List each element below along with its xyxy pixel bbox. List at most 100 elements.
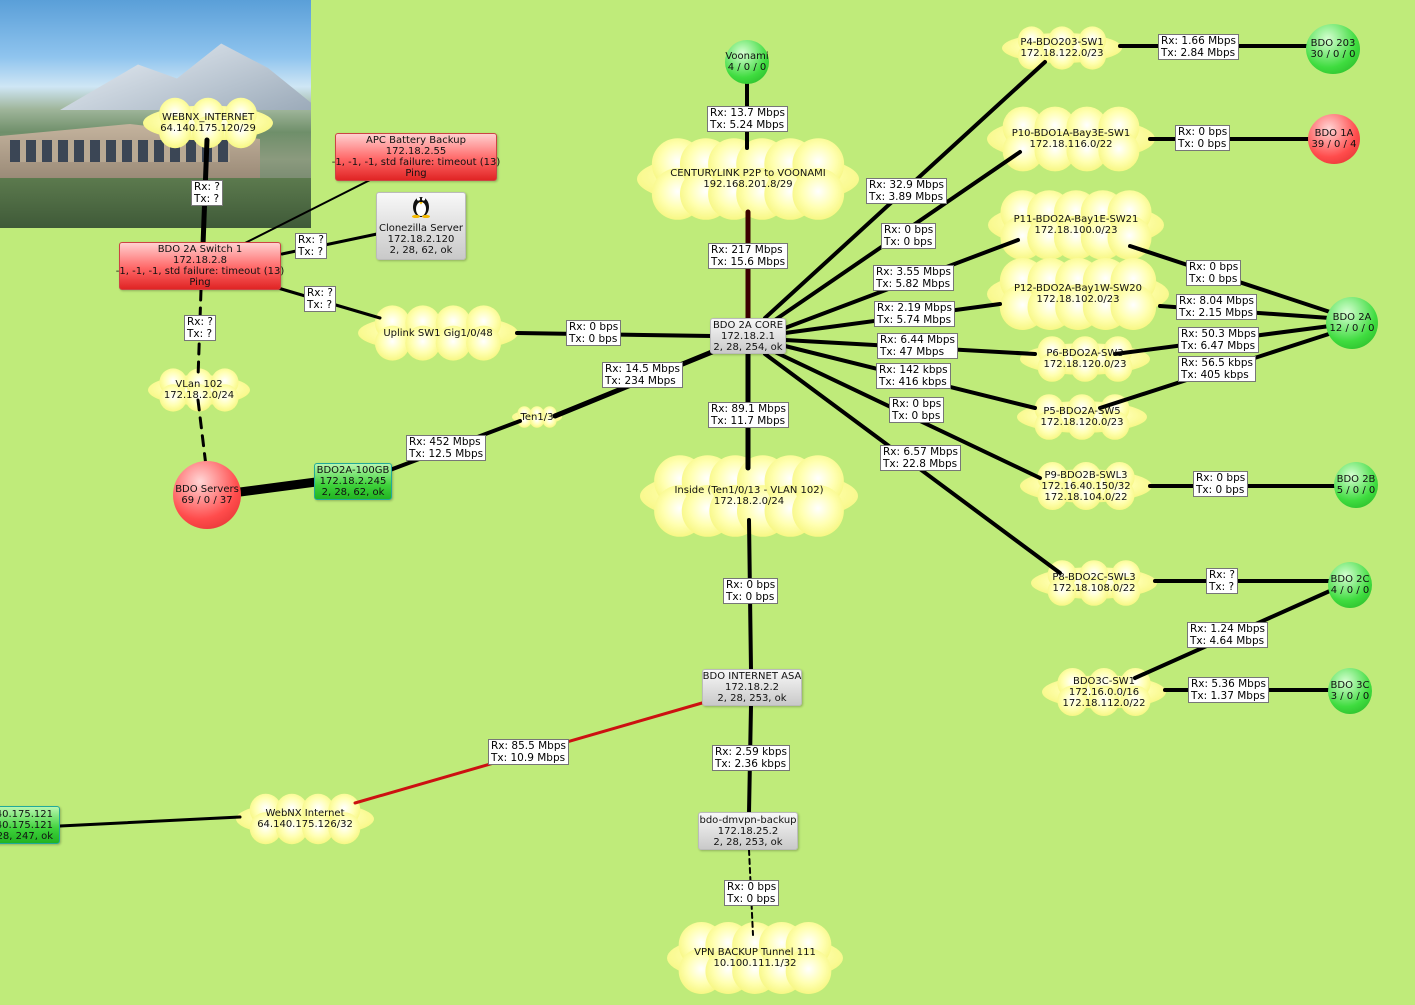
bandwidth-label[interactable]: Rx: ?Tx: ? xyxy=(295,233,327,259)
tx-value: Tx: 405 kbps xyxy=(1181,369,1249,381)
node-label: BDO 1A xyxy=(1314,128,1354,139)
node-address: 172.18.122.0/23 xyxy=(1020,48,1104,59)
rx-value: Rx: 0 bps xyxy=(892,398,942,410)
node-bdo-2a[interactable]: BDO 2A 12 / 0 / 0 xyxy=(1326,297,1378,349)
bandwidth-label[interactable]: Rx: ?Tx: ? xyxy=(191,180,223,206)
node-label: P8-BDO2C-SWL3 xyxy=(1052,572,1136,583)
node-address: 172.18.116.0/22 xyxy=(1029,139,1113,150)
rx-value: Rx: ? xyxy=(187,316,213,328)
node-label: P12-BDO2A-Bay1W-SW20 xyxy=(1014,283,1142,294)
node-webnx-internet[interactable]: WebNX Internet 64.140.175.126/32 xyxy=(236,798,374,840)
node-counts: 69 / 0 / 37 xyxy=(181,495,233,506)
node-label: BDO 2A Switch 1 xyxy=(157,244,243,255)
node-webnx-internet-top[interactable]: WEBNX_INTERNET 64.140.175.120/29 xyxy=(143,102,273,144)
node-label: Ten1/3 xyxy=(520,411,554,423)
node-counts: 5 / 0 / 0 xyxy=(1336,485,1376,496)
node-address: 172.18.120.0/23 xyxy=(1040,417,1124,428)
rx-value: Rx: 0 bps xyxy=(726,579,776,591)
node-p4-bdo203-sw1[interactable]: P4-BDO203-SW1 172.18.122.0/23 xyxy=(1002,30,1122,66)
node-centurylink-p2p[interactable]: CENTURYLINK P2P to VOONAMI 192.168.201.8… xyxy=(637,145,859,213)
node-bdo2a-100gb[interactable]: BDO2A-100GB 172.18.2.245 2, 28, 62, ok xyxy=(314,463,392,500)
rx-value: Rx: 142 kbps xyxy=(879,364,948,376)
rx-value: Rx: 6.44 Mbps xyxy=(880,334,955,346)
node-p11-bdo2a[interactable]: P11-BDO2A-Bay1E-SW21 172.18.100.0/23 xyxy=(988,196,1164,254)
node-bdo-servers[interactable]: BDO Servers 69 / 0 / 37 xyxy=(173,461,241,529)
node-bdo-1a[interactable]: BDO 1A 39 / 0 / 4 xyxy=(1308,114,1360,164)
node-label: BDO Servers xyxy=(175,484,239,495)
rx-value: Rx: ? xyxy=(1209,569,1235,581)
node-address: 172.18.2.8 xyxy=(172,255,228,266)
node-address: 64.140.175.120/29 xyxy=(160,123,256,134)
node-status: -1, -1, -1, std failure: timeout (13) xyxy=(115,266,285,277)
node-vpn-backup-tunnel[interactable]: VPN BACKUP Tunnel 111 10.100.111.1/32 xyxy=(667,928,843,988)
node-status: -1, -1, -1, std failure: timeout (13) xyxy=(331,157,501,168)
node-bdo-internet-asa[interactable]: BDO INTERNET ASA 172.18.2.2 2, 28, 253, … xyxy=(702,669,802,706)
node-p6-bdo2a-sw3[interactable]: P6-BDO2A-SW3 172.18.120.0/23 xyxy=(1020,340,1150,378)
node-bdo-203[interactable]: BDO 203 30 / 0 / 0 xyxy=(1306,24,1360,74)
node-address: 64.140.175.126/32 xyxy=(257,819,353,830)
bandwidth-label[interactable]: Rx: ?Tx: ? xyxy=(304,286,336,312)
cloud-shape xyxy=(1020,462,1152,510)
node-voonami[interactable]: Voonami 4 / 0 / 0 xyxy=(725,40,769,84)
node-label: WebNX Internet xyxy=(265,808,345,819)
node-bdo-2b[interactable]: BDO 2B 5 / 0 / 0 xyxy=(1334,462,1378,508)
node-p12-bdo2a[interactable]: P12-BDO2A-Bay1W-SW20 172.18.102.0/23 xyxy=(987,264,1169,324)
node-method: Ping xyxy=(189,277,211,288)
node-address: 192.168.201.8/29 xyxy=(703,179,793,190)
node-bdo-3c[interactable]: BDO 3C 3 / 0 / 0 xyxy=(1328,668,1372,714)
node-bdo3c-sw1[interactable]: BDO3C-SW1 172.16.0.0/16 172.18.112.0/22 xyxy=(1042,672,1166,712)
node-apc-battery-backup[interactable]: APC Battery Backup 172.18.2.55 -1, -1, -… xyxy=(331,133,501,181)
node-vlan-102[interactable]: VLan 102 172.18.2.0/24 xyxy=(148,372,250,408)
node-p5-bdo2a-sw5[interactable]: P5-BDO2A-SW5 172.18.120.0/23 xyxy=(1017,398,1147,436)
tx-value: Tx: ? xyxy=(194,193,220,205)
rx-value: Rx: 0 bps xyxy=(1178,126,1228,138)
node-bdo-2c[interactable]: BDO 2C 4 / 0 / 0 xyxy=(1328,562,1372,608)
node-p8-bdo2c-swl3[interactable]: P8-BDO2C-SWL3 172.18.108.0/22 xyxy=(1031,564,1157,602)
node-clonezilla-server[interactable]: Clonezilla Server 172.18.2.120 2, 28, 62… xyxy=(376,192,466,260)
node-p10-bdo1a[interactable]: P10-BDO1A-Bay3E-SW1 172.18.116.0/22 xyxy=(987,112,1155,166)
node-bdo-dmvpn-backup[interactable]: bdo-dmvpn-backup 172.18.25.2 2, 28, 253,… xyxy=(698,812,798,850)
rx-value: Rx: 6.57 Mbps xyxy=(883,446,958,458)
node-label: BDO 3C xyxy=(1330,680,1370,691)
tx-value: Tx: 2.84 Mbps xyxy=(1161,47,1236,59)
node-bdo-2a-switch-1[interactable]: BDO 2A Switch 1 172.18.2.8 -1, -1, -1, s… xyxy=(115,242,285,290)
node-p9-bdo2b-swl3[interactable]: P9-BDO2B-SWL3 172.16.40.150/32 172.18.10… xyxy=(1020,466,1152,506)
node-uplink-sw1[interactable]: Uplink SW1 Gig1/0/48 xyxy=(358,310,518,356)
node-bdo-2a-core[interactable]: BDO 2A CORE 172.18.2.1 2, 28, 254, ok xyxy=(710,318,786,354)
node-inside-vlan[interactable]: Inside (Ten1/0/13 - VLAN 102) 172.18.2.0… xyxy=(640,462,858,530)
node-label: P11-BDO2A-Bay1E-SW21 xyxy=(1013,214,1139,225)
node-left-edge-router[interactable]: 140.175.121 140.175.121 28, 247, ok xyxy=(0,806,60,844)
bandwidth-label[interactable]: Rx: ?Tx: ? xyxy=(184,315,216,341)
node-ten1-3[interactable]: Ten1/3 xyxy=(512,408,562,426)
rx-value: Rx: 5.36 Mbps xyxy=(1191,678,1266,690)
bandwidth-label[interactable]: Rx: ?Tx: ? xyxy=(1206,568,1238,594)
cloud-shape xyxy=(987,106,1155,172)
